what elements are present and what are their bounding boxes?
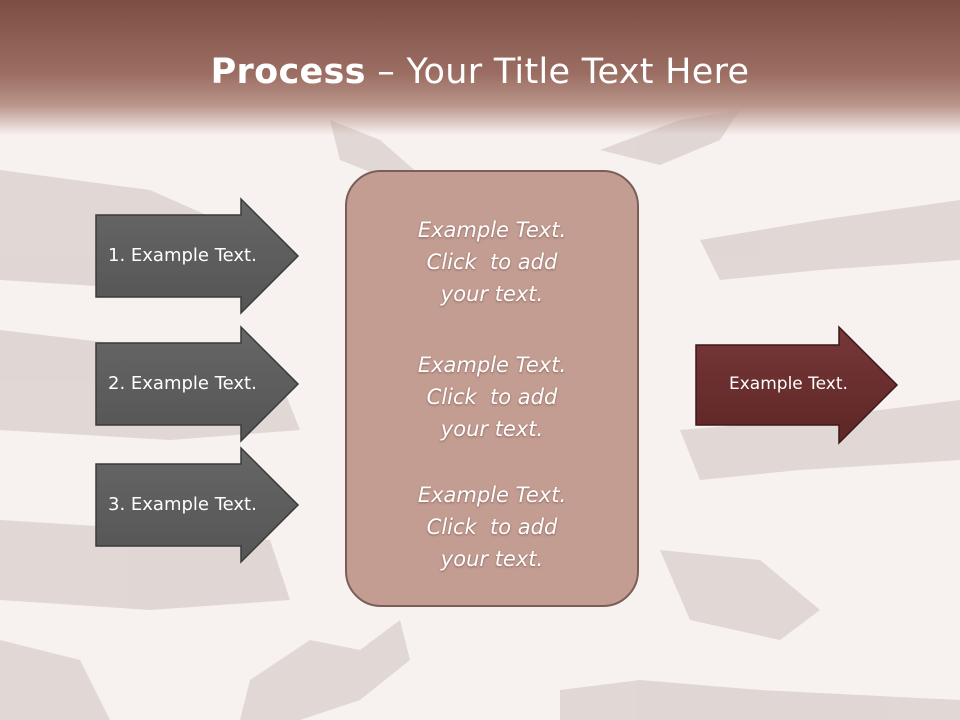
center-text-box[interactable]: Example Text. Click to add your text. Ex… (345, 170, 639, 607)
title-band (0, 0, 960, 135)
center-text-block-2[interactable]: Example Text. Click to add your text. (347, 349, 637, 445)
block-2-line-1: Example Text. (417, 353, 567, 377)
right-arrow-label: Example Text. (729, 374, 848, 394)
left-arrow-2-label: 2. Example Text. (108, 373, 257, 394)
block-1-line-1: Example Text. (417, 218, 567, 242)
block-3-line-3: your text. (440, 547, 544, 571)
title-rest-part: – Your Title Text Here (365, 52, 750, 92)
slide-title: Process – Your Title Text Here (0, 52, 960, 92)
block-2-line-3: your text. (440, 417, 544, 441)
block-1-line-2: Click to add (426, 250, 558, 274)
right-arrow[interactable] (695, 325, 899, 445)
left-arrow-2[interactable] (95, 325, 300, 443)
left-arrow-3[interactable] (95, 446, 300, 564)
left-arrow-3-label: 3. Example Text. (108, 494, 257, 515)
left-arrow-1[interactable] (95, 197, 300, 315)
center-text-block-3[interactable]: Example Text. Click to add your text. (347, 479, 637, 575)
block-3-line-1: Example Text. (417, 483, 567, 507)
title-bold-part: Process (210, 52, 366, 92)
center-text-block-1[interactable]: Example Text. Click to add your text. (347, 214, 637, 310)
block-3-line-2: Click to add (426, 515, 558, 539)
left-arrow-1-label: 1. Example Text. (108, 245, 257, 266)
block-2-line-2: Click to add (426, 385, 558, 409)
block-1-line-3: your text. (440, 282, 544, 306)
